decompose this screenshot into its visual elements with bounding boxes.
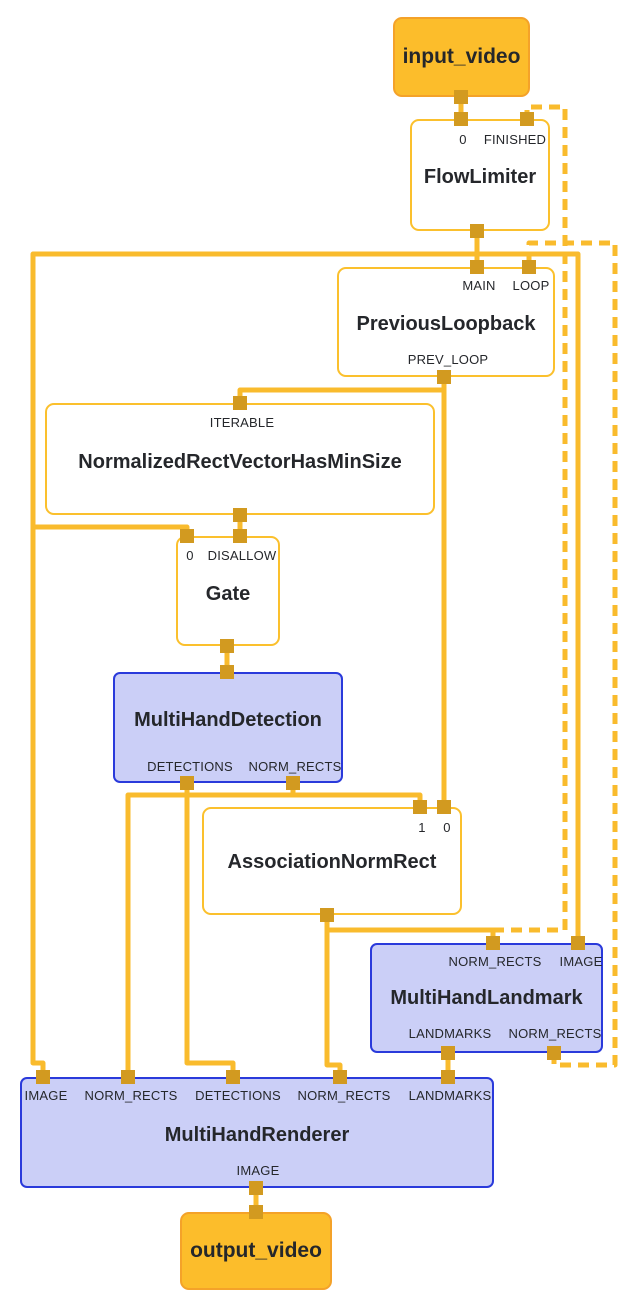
output-video-title: output_video (190, 1239, 322, 1262)
node-previous-loopback[interactable]: MAIN LOOP PreviousLoopback PREV_LOOP (337, 267, 555, 377)
input-video-title: input_video (402, 45, 521, 68)
node-multi-hand-detection[interactable]: MultiHandDetection DETECTIONS NORM_RECTS (113, 672, 343, 783)
previous-loopback-title: PreviousLoopback (356, 313, 536, 335)
multi-hand-landmark-title: MultiHandLandmark (390, 987, 583, 1009)
multi-hand-renderer-port-normrects1-label: NORM_RECTS (84, 1088, 178, 1103)
previous-loopback-port-loop-label: LOOP (512, 278, 550, 293)
multi-hand-detection-title: MultiHandDetection (134, 709, 322, 731)
nrvhms-port-iterable-label: ITERABLE (209, 415, 275, 430)
multi-hand-renderer-port-detections-label: DETECTIONS (195, 1088, 281, 1103)
multi-hand-renderer-port-landmarks-label: LANDMARKS (408, 1088, 492, 1103)
multi-hand-detection-port-detections-label: DETECTIONS (147, 759, 233, 774)
multi-hand-landmark-port-normrects-out-label: NORM_RECTS (508, 1026, 602, 1041)
node-input-video[interactable]: input_video (393, 17, 530, 97)
node-association-norm-rect[interactable]: 1 0 AssociationNormRect (202, 807, 462, 915)
previous-loopback-port-main-label: MAIN (462, 278, 496, 293)
multi-hand-landmark-port-image-label: IMAGE (559, 954, 603, 969)
node-normalized-rect-vector-has-min-size[interactable]: ITERABLE NormalizedRectVectorHasMinSize (45, 403, 435, 515)
nrvhms-title: NormalizedRectVectorHasMinSize (78, 451, 402, 473)
edge-flowlimiter-to-gate-0 (33, 524, 190, 536)
multi-hand-renderer-port-image-out-label: IMAGE (236, 1163, 280, 1178)
node-gate[interactable]: 0 DISALLOW Gate (176, 536, 280, 646)
flow-limiter-port-0-label: 0 (459, 132, 467, 147)
edge-association-to-renderer-normrects (324, 915, 343, 1077)
multi-hand-renderer-title: MultiHandRenderer (164, 1124, 350, 1146)
edge-association-to-landmark-normrects (327, 927, 496, 943)
node-multi-hand-landmark[interactable]: NORM_RECTS IMAGE MultiHandLandmark LANDM… (370, 943, 603, 1053)
gate-port-disallow-label: DISALLOW (207, 548, 277, 563)
node-multi-hand-renderer[interactable]: IMAGE NORM_RECTS DETECTIONS NORM_RECTS L… (20, 1077, 494, 1188)
edge-prevloop-to-iterable (237, 377, 447, 403)
multi-hand-renderer-port-image-label: IMAGE (24, 1088, 68, 1103)
multi-hand-detection-port-normrects-label: NORM_RECTS (248, 759, 342, 774)
gate-port-0-label: 0 (186, 548, 194, 563)
gate-title: Gate (205, 583, 251, 605)
node-output-video[interactable]: output_video (180, 1212, 332, 1290)
previous-loopback-port-prevloop-label: PREV_LOOP (407, 352, 489, 367)
multi-hand-landmark-port-landmarks-label: LANDMARKS (408, 1026, 492, 1041)
association-norm-rect-port-0-label: 0 (443, 820, 451, 835)
node-flow-limiter[interactable]: 0 FINISHED FlowLimiter (410, 119, 550, 231)
association-norm-rect-port-1-label: 1 (418, 820, 426, 835)
flow-limiter-title: FlowLimiter (423, 166, 537, 188)
multi-hand-renderer-port-normrects2-label: NORM_RECTS (297, 1088, 391, 1103)
multi-hand-landmark-port-normrects-in-label: NORM_RECTS (448, 954, 542, 969)
flow-limiter-port-finished-label: FINISHED (483, 132, 547, 147)
association-norm-rect-title: AssociationNormRect (227, 851, 437, 873)
